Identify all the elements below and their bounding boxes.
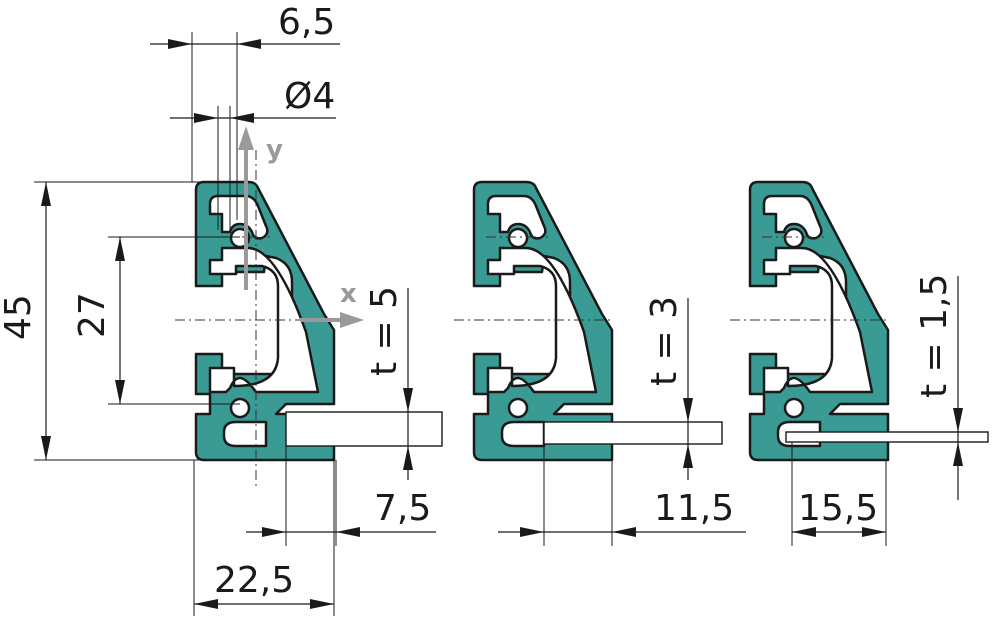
dim-height-label: 45 [0, 294, 39, 340]
dim-15-5-arrow-l [792, 527, 816, 537]
dim-7-5-arrow-l [262, 527, 286, 537]
profile-2: 11,5 t = 3 [454, 180, 746, 546]
dim-t5-arrow-t [403, 388, 413, 412]
dim-11-5-arrow-r [612, 527, 636, 537]
y-axis-arrow [238, 126, 254, 150]
dim-15-5-arrow-r [862, 527, 886, 537]
profile-2-shape [472, 180, 614, 462]
dim-27-arrow-t [115, 237, 125, 261]
y-axis-label: y [266, 135, 283, 165]
dim-45-arrow-t [41, 182, 51, 206]
profile-2-panel [543, 421, 723, 445]
dim-width-label: 22,5 [214, 560, 294, 601]
dim-hole-label: Ø4 [284, 76, 335, 117]
dim-d4-arrow-r [230, 113, 254, 123]
dim-6-5-arrow-r [237, 39, 261, 49]
dim-d4-arrow-l [194, 113, 218, 123]
dim-pitch-label: 6,5 [278, 2, 335, 43]
profile-3-offset-label: 15,5 [798, 488, 878, 529]
x-axis-label: x [340, 279, 357, 309]
profile-3: 15,5 t = 1,5 [730, 180, 989, 546]
profile-2-offset-label: 11,5 [654, 488, 734, 529]
dim-45-arrow-b [41, 436, 51, 460]
dim-6-5-arrow-l [168, 39, 192, 49]
dim-11-5-arrow-l [520, 527, 544, 537]
dim-t3-arrow-t [683, 398, 693, 422]
dim-t1-5-arrow-t [953, 408, 963, 432]
profile-3-shape [748, 180, 890, 462]
dim-7-5-arrow-r [336, 527, 360, 537]
profile-1-thickness-label: t = 5 [364, 286, 405, 376]
dim-t1-5-arrow-b [953, 442, 963, 466]
dim-27-arrow-b [115, 380, 125, 404]
profile-1-panel [285, 411, 443, 447]
dim-22-5-arrow-r [310, 599, 334, 609]
dim-t3-arrow-b [683, 444, 693, 468]
profile-2-thickness-label: t = 3 [644, 296, 685, 386]
profile-1-offset-label: 7,5 [374, 488, 431, 529]
profile-1: y x 6,5 Ø4 45 27 [0, 2, 443, 616]
profile-3-thickness-label: t = 1,5 [914, 274, 955, 398]
dim-inner-height-label: 27 [72, 292, 113, 338]
profile-3-panel [785, 431, 989, 443]
dim-22-5-arrow-l [194, 599, 218, 609]
dim-t5-arrow-b [403, 446, 413, 470]
x-axis-arrow [340, 312, 364, 328]
